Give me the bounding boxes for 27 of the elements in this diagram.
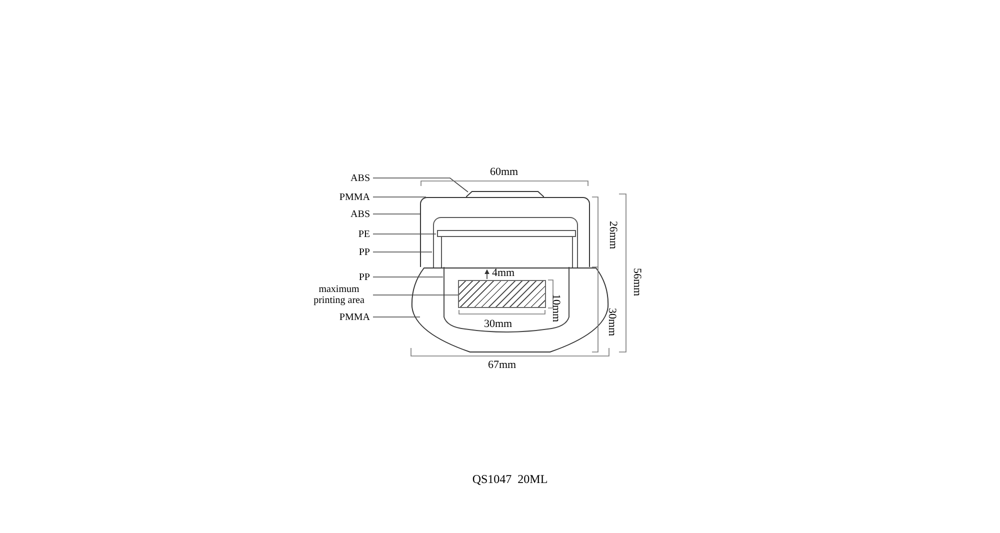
part-label: PP: [358, 272, 370, 282]
leader-line: [372, 276, 444, 278]
dimension-label: 60mm: [490, 166, 518, 178]
cap-shell: [420, 197, 590, 267]
caption: QS1047 20ML: [471, 471, 549, 488]
inner-jar: [443, 267, 570, 334]
dimension-label: 30mm: [606, 308, 618, 336]
dimension-label: 67mm: [488, 359, 516, 371]
part-label: PMMA: [339, 192, 370, 202]
dimension-label: 26mm: [607, 221, 619, 250]
part-label: ABS: [350, 172, 370, 184]
printing-area: [458, 280, 546, 308]
dimension-label: 56mm: [631, 268, 643, 296]
dimension-label: 4mm: [492, 267, 515, 279]
leader-line: [372, 316, 420, 318]
leader-line: [372, 196, 426, 198]
leader-line: [372, 294, 458, 296]
part-label: PMMA: [339, 312, 370, 322]
lid-button: [466, 191, 544, 197]
part-label: ABS: [350, 208, 370, 220]
leader-line: [372, 178, 468, 192]
inner-cap-wall: [441, 237, 573, 268]
dimension-label: 30mm: [484, 318, 512, 330]
jar-body: [410, 267, 610, 353]
dimension-label: 10mm: [550, 294, 562, 322]
part-label: PP: [358, 246, 370, 258]
part-label: PE: [358, 228, 370, 240]
